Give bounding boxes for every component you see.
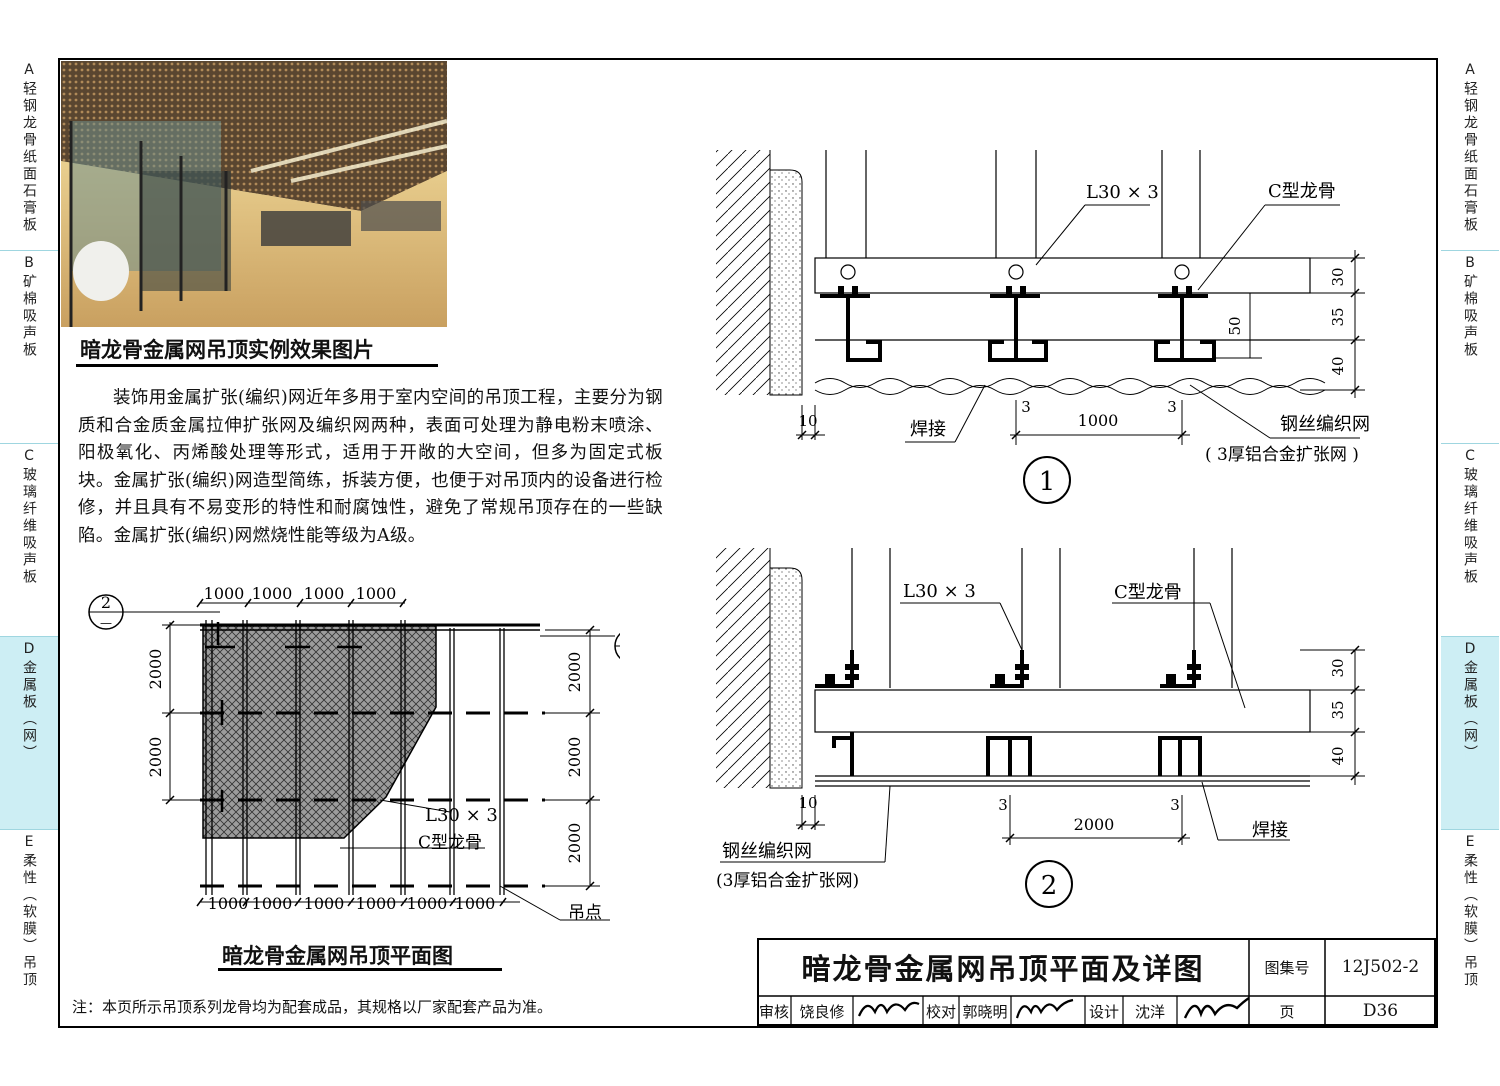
- plan-left-dim: 2000: [146, 737, 165, 778]
- designer-signature: [1183, 997, 1250, 1019]
- detail2-angle-label: L30 × 3: [903, 581, 976, 602]
- design-label: 设计: [1088, 1002, 1119, 1021]
- detail2-weld-label: 焊接: [1252, 820, 1288, 841]
- detail2-channel-label: C型龙骨: [1114, 582, 1182, 603]
- ceiling-plan-drawing: 1000 1000 1000 1000 1000 1000 1000 1000 …: [88, 584, 620, 923]
- detail1-dim-wall: 10: [798, 412, 817, 430]
- tab-d[interactable]: D金属板（网）: [0, 637, 58, 830]
- atlas-number: 12J502-2: [1341, 957, 1420, 977]
- detail2-dim-span: 2000: [1074, 815, 1115, 834]
- detail1-weld-label: 焊接: [910, 419, 946, 440]
- plan-bottom-dim: 1000: [252, 894, 293, 913]
- detail2-mesh-label: 钢丝编织网: [722, 841, 812, 862]
- detail2-dim-h2: 35: [1329, 700, 1347, 719]
- reviewer-name: 饶良修: [799, 1002, 845, 1021]
- plan-left-dim: 2000: [146, 649, 165, 690]
- left-section-tabs: A轻钢龙骨纸面石膏板 B矿棉吸声板 C玻璃纤维吸声板 D金属板（网） E柔性（软…: [0, 58, 58, 1020]
- plan-top-dim: 1000: [204, 584, 245, 603]
- checker-signature: [1015, 998, 1074, 1019]
- tab-a[interactable]: A轻钢龙骨纸面石膏板: [0, 58, 58, 251]
- tab-d-right[interactable]: D金属板（网）: [1441, 637, 1499, 830]
- plan-bottom-dim: 1000: [356, 894, 397, 913]
- plan-top-dim: 1000: [252, 584, 293, 603]
- detail1-dim-h3: 40: [1329, 356, 1347, 375]
- tab-c[interactable]: C玻璃纤维吸声板: [0, 444, 58, 637]
- detail2-dim-h3: 40: [1329, 746, 1347, 765]
- page-number: D36: [1362, 1001, 1399, 1021]
- plan-bottom-dim: 1000: [208, 894, 249, 913]
- photo-caption: 暗龙骨金属网吊顶实例效果图片: [80, 338, 374, 362]
- title-block: 暗龙骨金属网吊顶平面及详图 图集号 12J502-2 审核 饶良修 校对 郭晓明…: [757, 938, 1436, 1026]
- detail2-mesh-sub: (3厚铝合金扩张网): [716, 871, 859, 891]
- detail1-number: 1: [1039, 467, 1056, 497]
- description-paragraph: 装饰用金属扩张(编织)网近年多用于室内空间的吊顶工程，主要分为钢质和合金质金属拉…: [78, 388, 663, 546]
- drawing-frame: [58, 58, 1438, 1028]
- detail1-dim-gap-right: 3: [1167, 398, 1177, 416]
- plan-bottom-dim: 1000: [407, 894, 448, 913]
- plan-title-underline: [218, 968, 502, 971]
- atlas-label: 图集号: [1264, 958, 1310, 977]
- detail2-dim-wall: 10: [798, 794, 817, 812]
- plan-title: 暗龙骨金属网吊顶平面图: [222, 944, 453, 968]
- plan-right-dim: 2000: [565, 737, 584, 778]
- detail1-dim-gap-left: 3: [1021, 398, 1031, 416]
- drawing-title: 暗龙骨金属网吊顶平面及详图: [801, 952, 1205, 986]
- detail1-mesh-sub: ( 3厚铝合金扩张网 ): [1205, 445, 1359, 465]
- section-mark-2-sub: —: [100, 616, 112, 630]
- plan-bottom-dim: 1000: [304, 894, 345, 913]
- detail2-dim-h1: 30: [1329, 658, 1347, 677]
- detail-2-drawing: 30 35 40 10 3 2000 3 L30 × 3 C型龙骨 焊接 钢丝编…: [716, 548, 1365, 908]
- tab-a-right[interactable]: A轻钢龙骨纸面石膏板: [1441, 58, 1499, 251]
- tab-e[interactable]: E柔性（软膜）吊顶: [21, 834, 37, 989]
- designer-name: 沈洋: [1134, 1002, 1165, 1021]
- reviewer-signature: [857, 1001, 920, 1017]
- plan-angle-label: L30 × 3: [425, 805, 498, 826]
- detail1-dim-h1: 30: [1329, 267, 1347, 286]
- tab-e-right[interactable]: E柔性（软膜）吊顶: [1462, 834, 1478, 989]
- detail1-angle-label: L30 × 3: [1086, 182, 1159, 203]
- detail2-dim-gap-right: 3: [1170, 796, 1180, 814]
- page-label: 页: [1279, 1002, 1295, 1021]
- section-mark-2: 2: [101, 593, 111, 612]
- detail1-dim-drop: 50: [1226, 316, 1244, 335]
- detail1-channel-label: C型龙骨: [1268, 181, 1336, 202]
- right-section-tabs: A轻钢龙骨纸面石膏板 B矿棉吸声板 C玻璃纤维吸声板 D金属板（网） E柔性（软…: [1441, 58, 1499, 1020]
- plan-top-dim: 1000: [304, 584, 345, 603]
- detail-1-drawing: 30 35 40 50 10 3 1000 3 L30 × 3 C型龙骨 焊接 …: [716, 150, 1370, 504]
- checker-name: 郭晓明: [962, 1002, 1008, 1021]
- plan-hanger-label: 吊点: [568, 903, 602, 923]
- plan-bottom-dim: 1000: [455, 894, 496, 913]
- tab-c-right[interactable]: C玻璃纤维吸声板: [1441, 444, 1499, 637]
- tab-b-right[interactable]: B矿棉吸声板: [1441, 251, 1499, 444]
- caption-underline: [76, 364, 438, 367]
- detail1-dim-span: 1000: [1078, 411, 1119, 430]
- detail1-mesh-label: 钢丝编织网: [1280, 414, 1370, 435]
- footnote: 注：本页所示吊顶系列龙骨均为配套成品，其规格以厂家配套产品为准。: [72, 998, 553, 1016]
- tab-b[interactable]: B矿棉吸声板: [0, 251, 58, 444]
- review-label: 审核: [758, 1002, 789, 1021]
- detail2-dim-gap-left: 3: [998, 796, 1008, 814]
- ceiling-example-photo: [61, 61, 447, 327]
- detail2-number: 2: [1041, 871, 1058, 901]
- plan-right-dim: 2000: [565, 652, 584, 693]
- plan-channel-label: C型龙骨: [418, 833, 482, 853]
- plan-right-dim: 2000: [565, 823, 584, 864]
- check-label: 校对: [925, 1002, 956, 1021]
- plan-top-dim: 1000: [356, 584, 397, 603]
- wall-section-2: [716, 548, 770, 788]
- wall-section-1: [716, 150, 770, 395]
- detail1-dim-h2: 35: [1329, 307, 1347, 326]
